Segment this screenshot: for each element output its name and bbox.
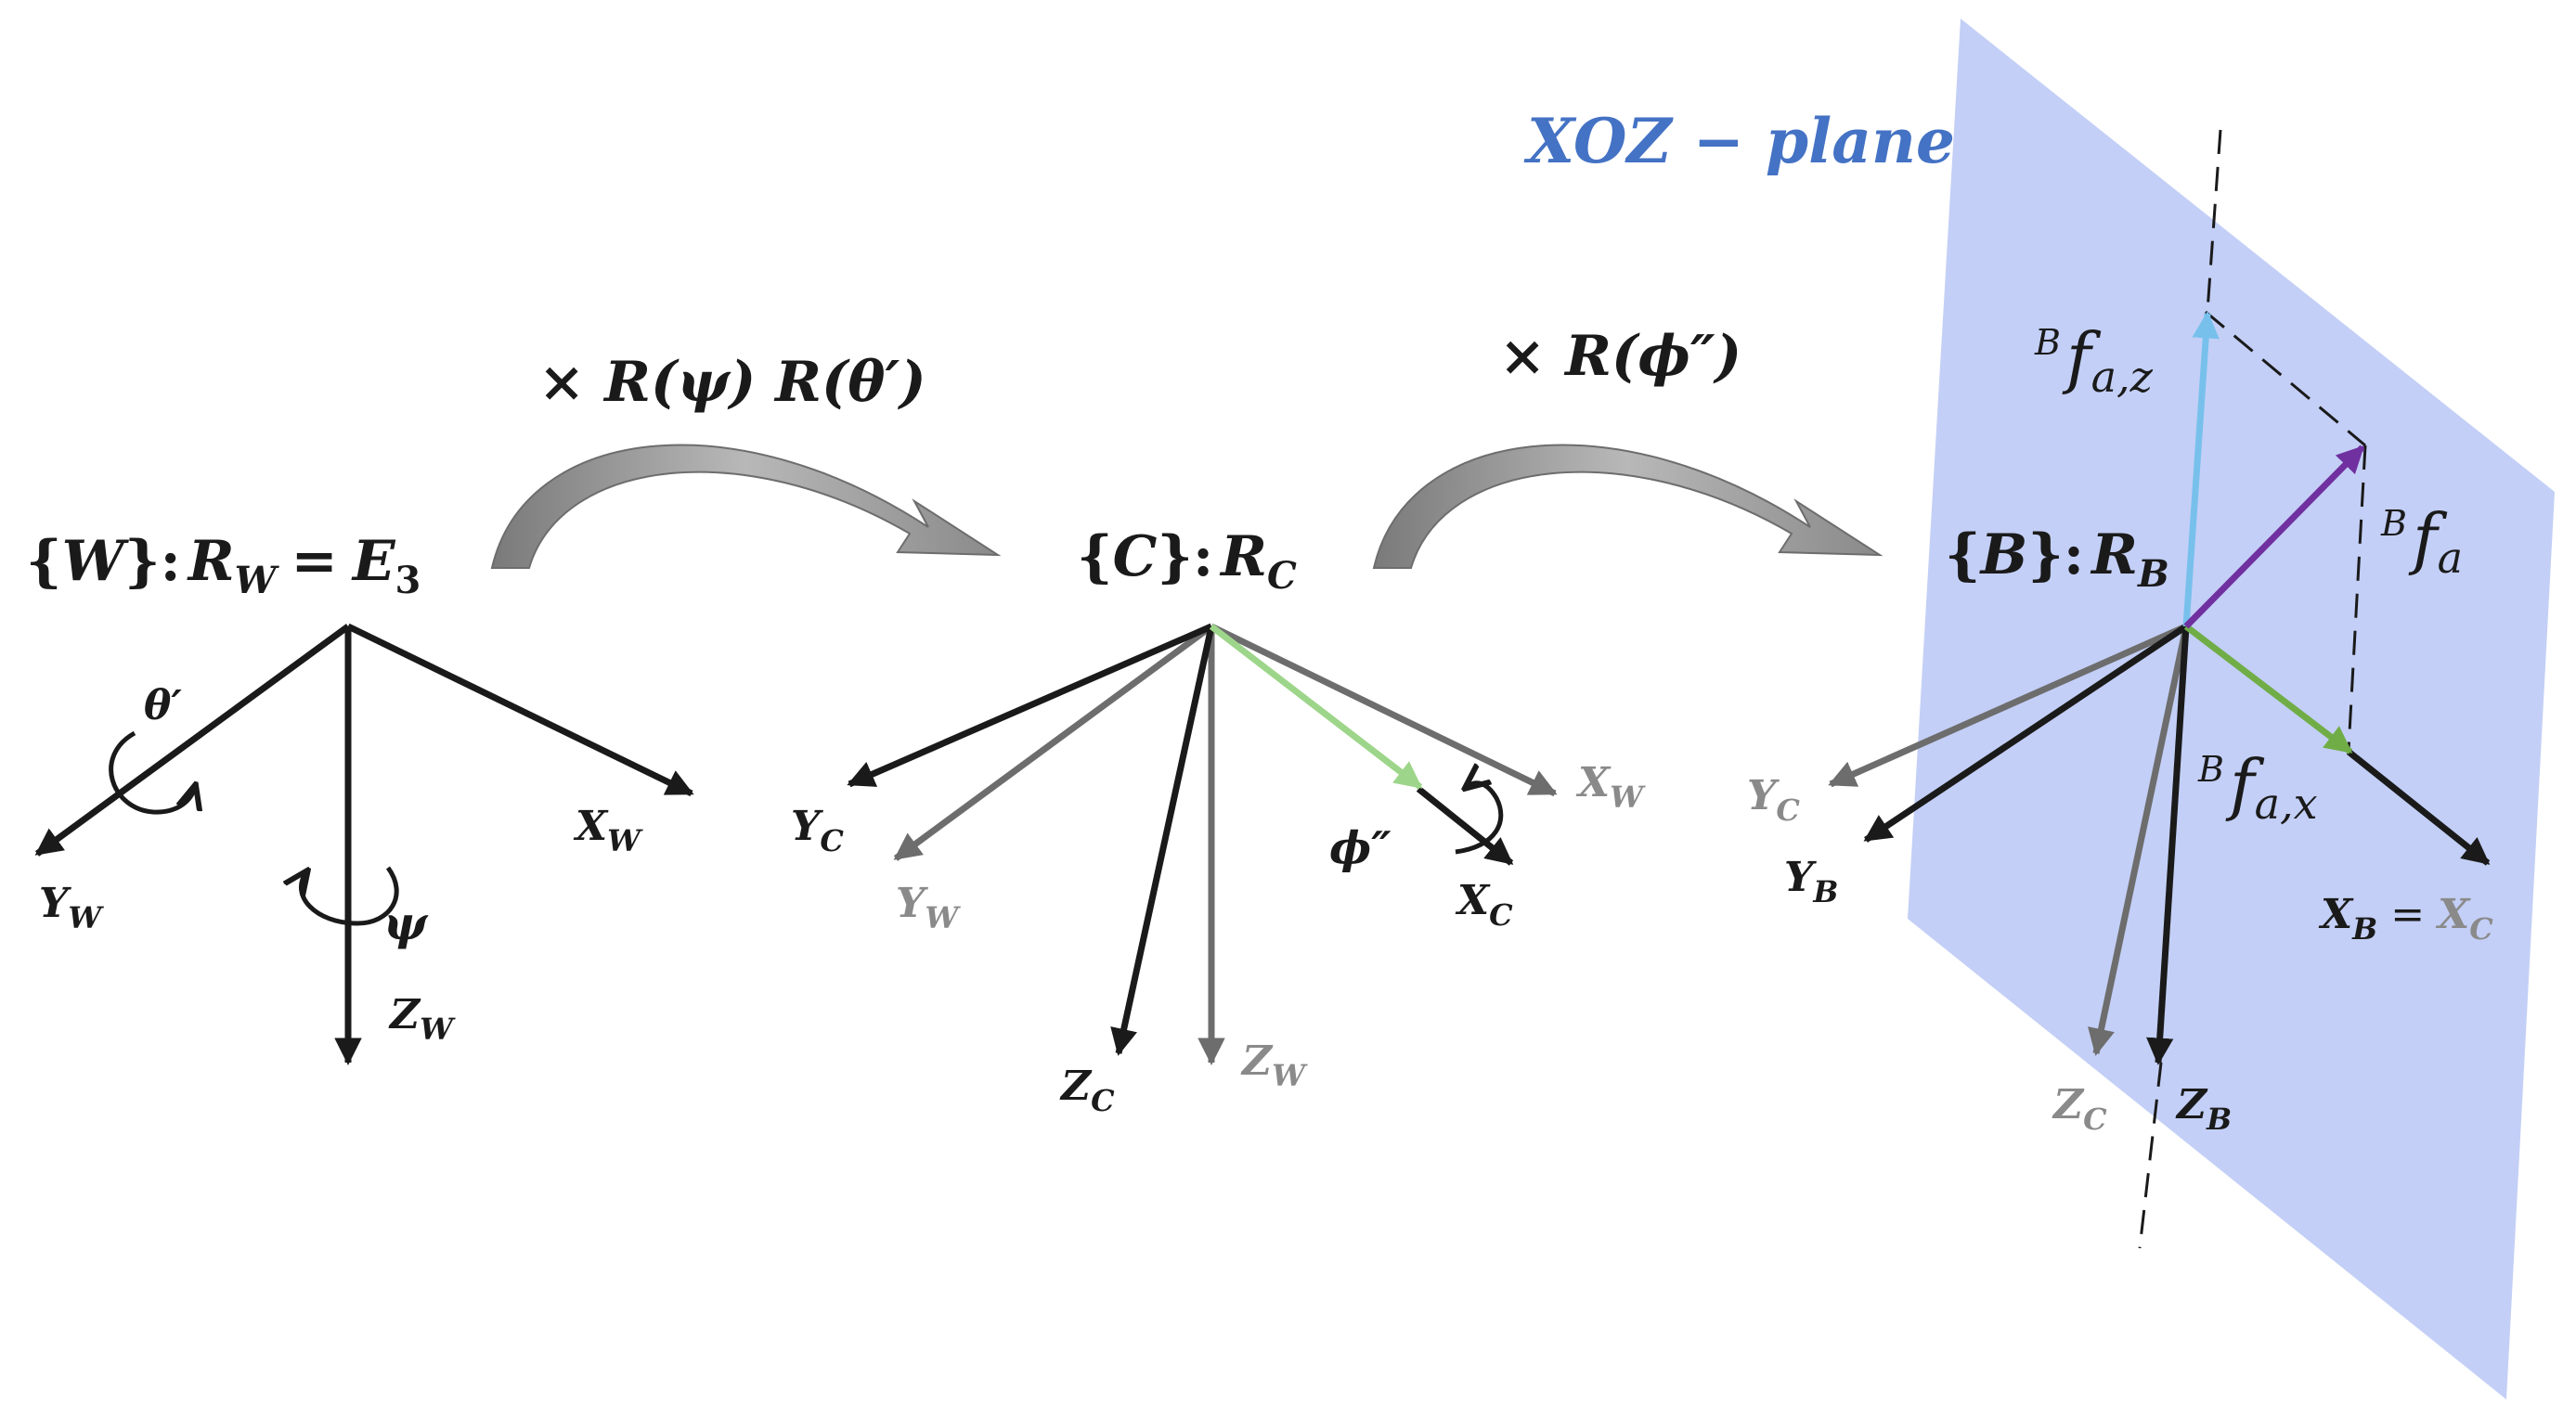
world-psi-label: ψ bbox=[383, 896, 429, 950]
b-frame-title: {B}:RB bbox=[1945, 522, 2169, 596]
c-frame-yc-label: YC bbox=[791, 803, 844, 858]
b-frame-yc-label: YC bbox=[1747, 772, 1800, 828]
force-faz-arrow bbox=[2182, 311, 2220, 627]
transition-label-1: × R(ψ) R(θ′) bbox=[538, 350, 926, 415]
b-frame-yb-label: YB bbox=[1784, 854, 1838, 909]
world-x-label: XW bbox=[573, 803, 643, 858]
c-frame-phi-label: ϕ″ bbox=[1329, 822, 1392, 874]
c-frame-xw-axis bbox=[1210, 623, 1558, 797]
dashed-vertical-axis-top bbox=[2206, 129, 2222, 312]
c-frame-xc-proj-arrow bbox=[1209, 624, 1423, 790]
world-frame-title: {W}:RW=E3 bbox=[26, 529, 421, 602]
c-frame-xc-axis bbox=[1416, 786, 1514, 866]
world-x-axis bbox=[346, 623, 694, 797]
xoz-plane-title: XOZ − plane bbox=[1523, 105, 1955, 177]
c-frame-zw-label: ZW bbox=[1240, 1038, 1308, 1093]
c-frame-axes bbox=[847, 623, 1558, 1065]
b-frame-yb-axis bbox=[1863, 624, 2188, 843]
c-frame-title: {C}:RC bbox=[1077, 524, 1297, 598]
world-z-label: ZW bbox=[388, 991, 456, 1047]
b-frame-zb-axis bbox=[2146, 625, 2190, 1065]
c-frame-yw-axis bbox=[893, 624, 1214, 861]
b-frame-xb-axis bbox=[2346, 749, 2491, 866]
xoz-plane bbox=[1908, 19, 2555, 1399]
phi-rotation-arrow bbox=[1455, 783, 1504, 855]
c-frame-zc-axis bbox=[1110, 625, 1215, 1056]
transition-arrow-1 bbox=[490, 444, 1002, 569]
dashed-projection-x bbox=[2347, 445, 2367, 751]
c-frame-xw-label: XW bbox=[1575, 759, 1646, 815]
world-y-axis bbox=[34, 624, 351, 857]
world-axes bbox=[34, 623, 694, 1065]
theta-rotation-arrow bbox=[109, 730, 195, 815]
force-fa-arrow bbox=[2183, 445, 2365, 629]
b-frame-zc-axis bbox=[2088, 625, 2190, 1056]
transition-arrow-2 bbox=[1372, 444, 1883, 569]
b-frame-zb-label: ZB bbox=[2175, 1081, 2232, 1137]
force-fax-label: Bfa,x bbox=[2197, 745, 2318, 829]
world-y-label: YW bbox=[39, 880, 104, 935]
psi-rotation-arrow bbox=[301, 868, 399, 926]
transition-label-2: × R(ϕ″) bbox=[1499, 324, 1741, 389]
b-frame-zc-label: ZC bbox=[2052, 1081, 2107, 1137]
c-frame-zc-label: ZC bbox=[1059, 1063, 1115, 1118]
c-frame-yw-label: YW bbox=[896, 880, 961, 935]
dashed-guides bbox=[2138, 129, 2367, 1249]
world-theta-label: θ′ bbox=[144, 682, 182, 729]
dashed-vertical-axis-bottom bbox=[2138, 1062, 2163, 1249]
b-frame-axes bbox=[1828, 311, 2491, 1065]
b-frame-xb-label: XB=XC bbox=[2318, 891, 2493, 947]
b-frame-yc-axis bbox=[1828, 623, 2188, 788]
c-frame-yc-axis bbox=[847, 623, 1213, 788]
c-frame-xc-label: XC bbox=[1455, 877, 1513, 933]
force-fax-arrow bbox=[2183, 624, 2353, 754]
